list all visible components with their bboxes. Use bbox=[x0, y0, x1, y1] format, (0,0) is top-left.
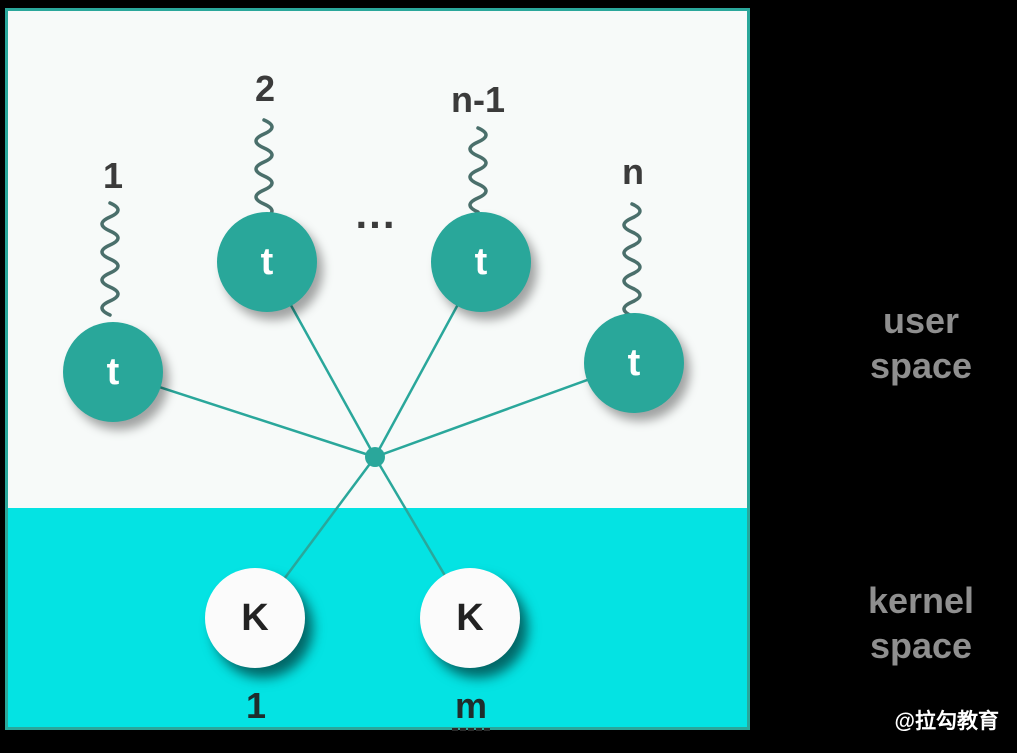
thread-label-n: n bbox=[622, 151, 644, 192]
user-space-caption-line1: user bbox=[882, 300, 960, 341]
user-thread-circle-3: t bbox=[431, 212, 531, 312]
thread-label-1: 1 bbox=[102, 155, 124, 196]
kernel-space-caption: kernel space bbox=[868, 578, 974, 668]
user-thread-circle-4-label: t bbox=[627, 341, 641, 384]
kernel-space-caption-line1: kernel bbox=[867, 580, 975, 621]
kernel-thread-circle-2-label: K bbox=[456, 596, 484, 639]
user-thread-circle-2: t bbox=[217, 212, 317, 312]
kernel-label-1-text: 1 bbox=[245, 685, 267, 726]
user-space-caption: user space bbox=[870, 298, 972, 388]
kernel-space-region bbox=[8, 508, 747, 727]
thread-label-n-1: n-1 bbox=[451, 79, 505, 120]
user-thread-circle-2-label: t bbox=[260, 240, 274, 283]
kernel-label-1: 1 bbox=[246, 685, 266, 727]
user-space-caption-line2: space bbox=[869, 345, 973, 386]
kernel-thread-circle-1-label: K bbox=[241, 596, 269, 639]
user-thread-circle-1: t bbox=[63, 322, 163, 422]
kernel-thread-circle-2: K bbox=[420, 568, 520, 668]
thread-label-2: 2 bbox=[254, 68, 276, 109]
watermark: @拉勾教育 bbox=[894, 710, 999, 733]
kernel-label-m: m bbox=[451, 685, 491, 731]
kernel-label-m-text: m bbox=[451, 685, 491, 731]
user-thread-circle-4: t bbox=[584, 313, 684, 413]
user-thread-circle-1-label: t bbox=[106, 350, 120, 393]
kernel-thread-circle-1: K bbox=[205, 568, 305, 668]
user-space-region bbox=[8, 11, 747, 508]
user-thread-circle-3-label: t bbox=[474, 240, 488, 283]
kernel-space-caption-line2: space bbox=[869, 625, 973, 666]
ellipsis-label: ... bbox=[355, 190, 397, 237]
